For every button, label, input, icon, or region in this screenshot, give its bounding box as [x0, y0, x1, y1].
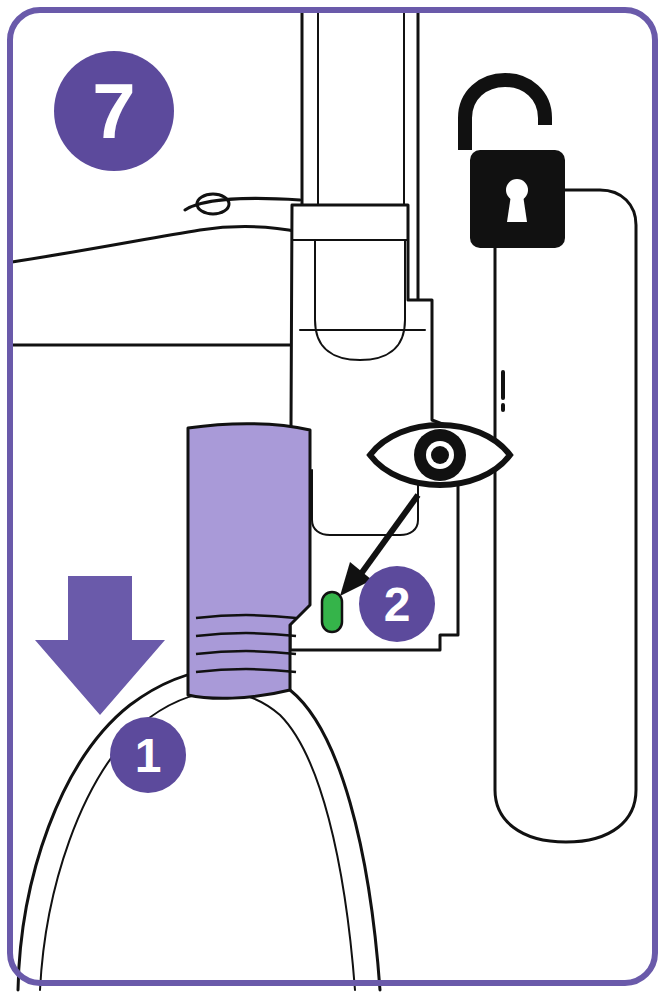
foot-loop: [18, 669, 380, 990]
eye-icon: [370, 425, 510, 485]
callout-number: 1: [135, 728, 162, 783]
grip-rib: [196, 615, 296, 618]
foot-loop-inner: [40, 692, 355, 990]
indicator-light: [322, 592, 342, 632]
callout-badge: [110, 717, 186, 793]
release-lever: [188, 424, 310, 699]
push-arrow: [35, 576, 165, 715]
callout-badge: [359, 566, 435, 642]
seat-shell-line: [12, 226, 300, 262]
grip-rib: [196, 669, 296, 672]
base-slot: [501, 372, 505, 410]
tube-socket: [315, 240, 405, 360]
grip-rib: [196, 651, 296, 654]
step-number: 7: [92, 66, 135, 157]
grip-rib: [196, 633, 296, 636]
callout-number: 2: [384, 577, 411, 632]
base-leg: [495, 190, 636, 842]
panel-frame: [10, 10, 655, 983]
unlock-icon: [465, 80, 565, 248]
step-badge: [54, 51, 174, 171]
seat-shell-line: [185, 198, 300, 210]
seat-shell-line: [12, 344, 300, 347]
lever-grip-ribs: [196, 615, 296, 672]
look-arrow: [358, 495, 418, 578]
seat-hole: [197, 194, 229, 214]
